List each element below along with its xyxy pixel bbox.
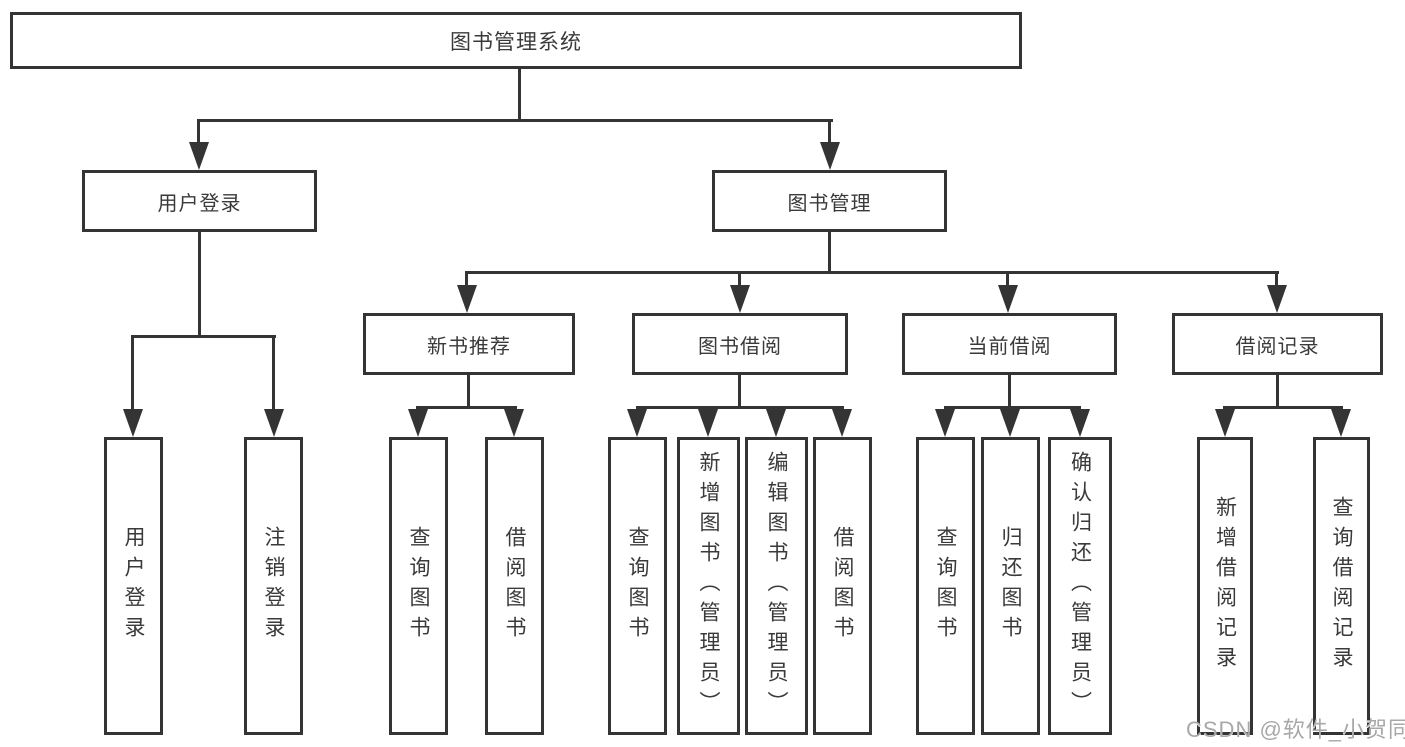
arrowhead-down-icon	[766, 409, 786, 437]
leaf-query-borrow-record: 查询借阅记录	[1313, 437, 1370, 735]
connector-vline	[467, 375, 470, 409]
arrowhead-down-icon	[1215, 409, 1235, 437]
node-book-borrow: 图书借阅	[632, 313, 848, 375]
arrowhead-down-icon	[698, 409, 718, 437]
connector-vline	[1276, 375, 1279, 409]
arrowhead-down-icon	[189, 142, 209, 170]
connector-hline	[197, 119, 833, 122]
leaf-borrow-books: 借阅图书	[813, 437, 872, 735]
node-current-borrow: 当前借阅	[902, 313, 1117, 375]
connector-vline	[738, 271, 741, 288]
arrowhead-down-icon	[935, 409, 955, 437]
connector-vline	[1275, 271, 1278, 288]
leaf-logout: 注销登录	[244, 437, 303, 735]
arrowhead-down-icon	[820, 142, 840, 170]
leaf-query-books-borrow: 查询图书	[608, 437, 667, 735]
connector-vline	[1008, 375, 1011, 409]
leaf-return-book: 归还图书	[981, 437, 1040, 735]
node-library-system: 图书管理系统	[10, 12, 1022, 69]
arrowhead-down-icon	[1000, 409, 1020, 437]
arrowhead-down-icon	[832, 409, 852, 437]
arrowhead-down-icon	[730, 285, 750, 313]
connector-vline	[197, 119, 200, 143]
arrowhead-down-icon	[408, 409, 428, 437]
leaf-user-login: 用户登录	[104, 437, 163, 735]
node-borrow-records: 借阅记录	[1172, 313, 1383, 375]
connector-hline	[944, 406, 1081, 409]
arrowhead-down-icon	[504, 409, 524, 437]
leaf-edit-book-admin: 编辑图书（管理员）	[745, 437, 808, 735]
arrowhead-down-icon	[264, 409, 284, 437]
csdn-watermark: CSDN @软件_小贺同学	[1186, 717, 1405, 742]
arrowhead-down-icon	[123, 409, 143, 437]
leaf-query-books-current: 查询图书	[916, 437, 975, 735]
connector-vline	[131, 335, 134, 411]
connector-hline	[636, 406, 844, 409]
connector-vline	[518, 68, 521, 121]
leaf-query-books-recommend: 查询图书	[389, 437, 448, 735]
connector-vline	[272, 335, 275, 411]
arrowhead-down-icon	[457, 285, 477, 313]
connector-hline	[131, 335, 276, 338]
arrowhead-down-icon	[627, 409, 647, 437]
node-new-book-recommend: 新书推荐	[363, 313, 575, 375]
connector-hline	[416, 406, 517, 409]
arrowhead-down-icon	[1070, 409, 1090, 437]
node-book-management: 图书管理	[712, 170, 947, 232]
connector-vline	[828, 232, 831, 274]
connector-vline	[1006, 271, 1009, 288]
connector-hline	[1223, 406, 1343, 409]
node-user-login: 用户登录	[82, 170, 317, 232]
leaf-borrow-books-recommend: 借阅图书	[485, 437, 544, 735]
leaf-add-book-admin: 新增图书（管理员）	[677, 437, 740, 735]
leaf-confirm-return-admin: 确认归还（管理员）	[1048, 437, 1112, 735]
arrowhead-down-icon	[1267, 285, 1287, 313]
leaf-add-borrow-record: 新增借阅记录	[1197, 437, 1253, 735]
connector-vline	[198, 232, 201, 338]
arrowhead-down-icon	[998, 285, 1018, 313]
connector-vline	[828, 119, 831, 143]
arrowhead-down-icon	[1331, 409, 1351, 437]
connector-vline	[738, 375, 741, 409]
connector-vline	[465, 271, 468, 288]
connector-hline	[465, 271, 1279, 274]
